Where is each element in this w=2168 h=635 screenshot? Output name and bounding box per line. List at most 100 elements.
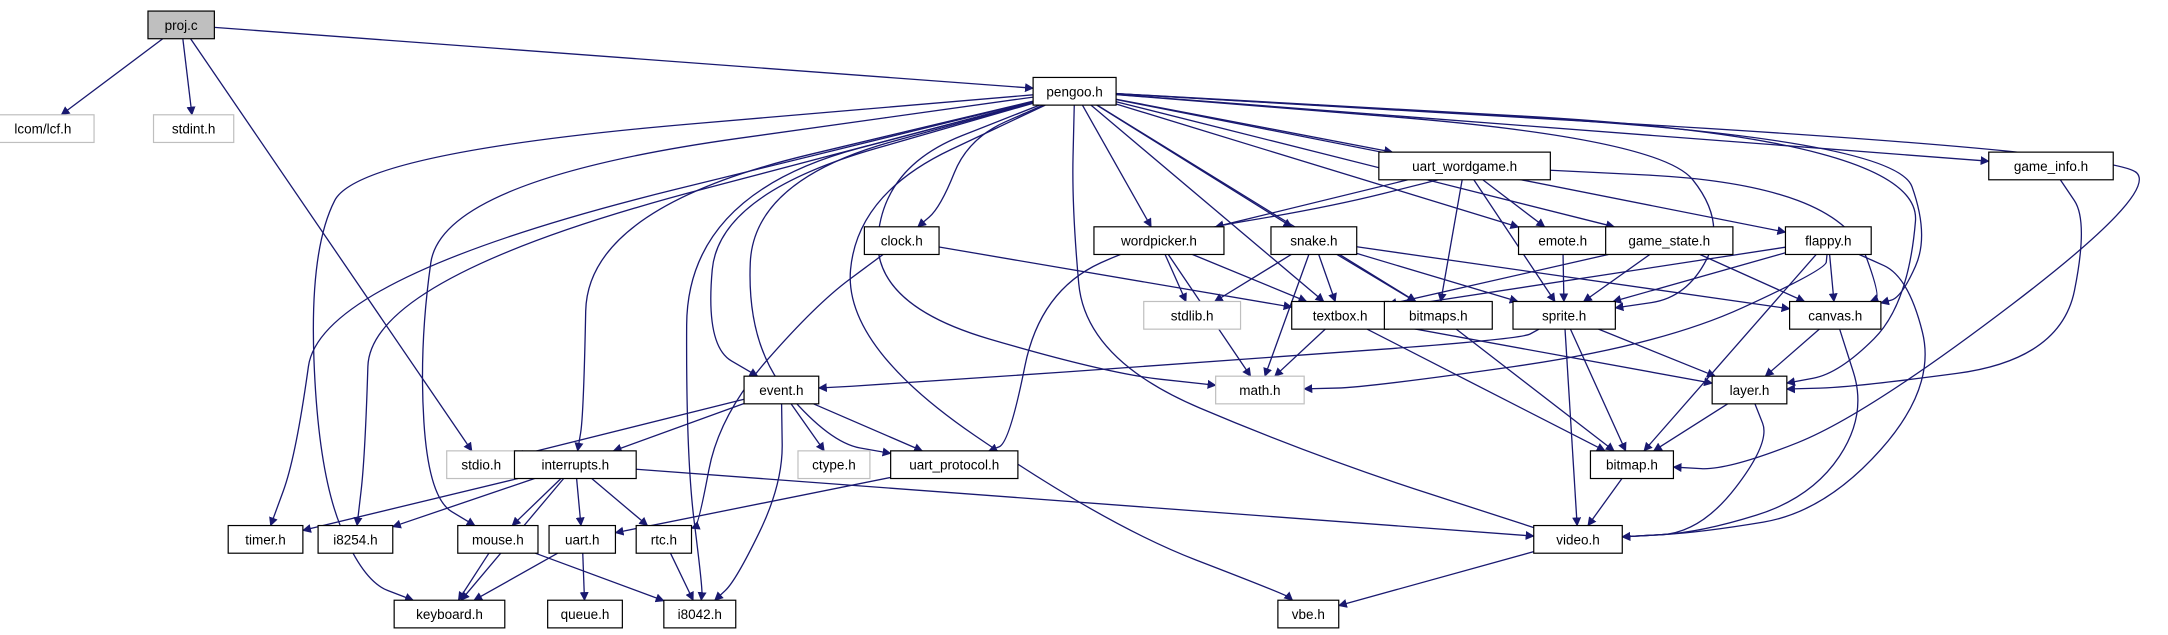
edge-clock-to-rtc — [690, 253, 884, 530]
node-clock-box — [863, 226, 940, 256]
edge-pengoo-to-timer — [269, 100, 1034, 527]
edge-event-to-i8042 — [714, 403, 783, 601]
edge-interrupts-to-video — [636, 468, 1535, 540]
node-interrupts[interactable]: interrupts.h — [513, 450, 637, 480]
node-timer[interactable]: timer.h — [227, 524, 304, 554]
node-wordpicker-box — [1093, 226, 1225, 256]
node-uartproto-label: uart_protocol.h — [909, 458, 999, 473]
edge-bitmaps-to-bitmap — [1455, 328, 1615, 452]
edge-bitmap-to-video — [1587, 478, 1623, 527]
node-uart[interactable]: uart.h — [548, 524, 617, 554]
node-proj[interactable]: proj.c — [147, 10, 215, 40]
edge-canvas-to-layer — [1764, 328, 1820, 377]
edge-sprite-to-video — [1564, 329, 1582, 527]
edge-uartwg-to-canvas — [1550, 169, 1880, 303]
edge-pengoo-to-emote — [1115, 103, 1520, 230]
node-pengoo[interactable]: pengoo.h — [1032, 76, 1117, 106]
node-stdlib-label: stdlib.h — [1171, 308, 1214, 323]
node-canvas-box — [1789, 300, 1882, 330]
node-clock-label: clock.h — [881, 234, 923, 249]
node-bitmaps[interactable]: bitmaps.h — [1383, 300, 1493, 330]
edge-pengoo-to-textbox — [1090, 104, 1325, 303]
edge-pengoo-to-event — [710, 102, 1034, 377]
node-uartproto-box — [890, 450, 1019, 480]
edge-pengoo-to-uartproto — [749, 102, 1034, 457]
node-proj-box — [147, 10, 215, 40]
node-queue-label: queue.h — [561, 607, 610, 622]
edge-emote-to-sprite — [1559, 254, 1569, 303]
node-ctype[interactable]: ctype.h — [797, 450, 871, 480]
node-gameinfo-label: game_info.h — [2014, 159, 2088, 174]
edge-pengoo-to-bitmap — [1116, 93, 2140, 473]
node-layer-label: layer.h — [1730, 383, 1770, 398]
edge-proj-to-stdint — [182, 38, 196, 116]
node-canvas[interactable]: canvas.h — [1789, 300, 1882, 330]
node-lcf[interactable]: lcom/lcf.h — [0, 114, 95, 144]
edge-textbox-to-math — [1274, 328, 1326, 377]
edge-proj-to-pengoo — [214, 26, 1034, 93]
node-textbox-label: textbox.h — [1313, 308, 1368, 323]
node-sprite-label: sprite.h — [1542, 308, 1586, 323]
node-stdio[interactable]: stdio.h — [446, 450, 517, 480]
edge-pengoo-to-mouse — [421, 96, 1034, 527]
node-sprite[interactable]: sprite.h — [1512, 300, 1616, 330]
node-stdint-label: stdint.h — [172, 122, 216, 137]
node-rtc[interactable]: rtc.h — [635, 524, 693, 554]
edge-canvas-to-video — [1621, 328, 1859, 541]
node-interrupts-label: interrupts.h — [542, 458, 610, 473]
edge-pengoo-to-clock — [917, 104, 1044, 228]
node-wordpicker-label: wordpicker.h — [1120, 234, 1197, 249]
edge-clock-to-textbox — [938, 246, 1293, 311]
node-queue-box — [547, 599, 623, 629]
node-i8254[interactable]: i8254.h — [317, 524, 394, 554]
node-timer-label: timer.h — [245, 532, 286, 547]
node-emote-label: emote.h — [1538, 234, 1587, 249]
edge-snake-to-bitmaps — [1336, 253, 1417, 303]
node-stdio-box — [446, 450, 517, 480]
node-uartproto[interactable]: uart_protocol.h — [890, 450, 1019, 480]
node-uartwg[interactable]: uart_wordgame.h — [1378, 151, 1551, 181]
edge-interrupts-to-rtc — [591, 478, 649, 527]
node-clock[interactable]: clock.h — [863, 226, 940, 256]
node-snake[interactable]: snake.h — [1270, 226, 1358, 256]
node-rtc-box — [635, 524, 693, 554]
node-bitmap[interactable]: bitmap.h — [1589, 450, 1675, 480]
node-stdlib[interactable]: stdlib.h — [1143, 300, 1242, 330]
node-layer[interactable]: layer.h — [1711, 375, 1788, 405]
node-gameinfo[interactable]: game_info.h — [1988, 151, 2114, 181]
edge-event-to-ctype — [790, 403, 825, 452]
edge-interrupts-to-i8254 — [391, 477, 535, 529]
node-emote[interactable]: emote.h — [1517, 226, 1608, 256]
node-i8042[interactable]: i8042.h — [663, 599, 737, 629]
node-math[interactable]: math.h — [1215, 375, 1305, 405]
node-stdint[interactable]: stdint.h — [152, 114, 235, 144]
node-pengoo-box — [1032, 76, 1117, 106]
node-event[interactable]: event.h — [743, 375, 820, 405]
edge-sprite-to-layer — [1598, 328, 1717, 378]
node-flappy-box — [1784, 226, 1872, 256]
node-sprite-box — [1512, 300, 1616, 330]
node-textbox[interactable]: textbox.h — [1291, 300, 1390, 330]
node-vbe[interactable]: vbe.h — [1277, 599, 1340, 629]
node-mouse[interactable]: mouse.h — [457, 524, 539, 554]
node-i8042-box — [663, 599, 737, 629]
node-snake-box — [1270, 226, 1358, 256]
edge-uartproto-to-uart — [614, 476, 891, 536]
node-math-box — [1215, 375, 1305, 405]
node-i8254-box — [317, 524, 394, 554]
edge-uartwg-to-sprite — [1473, 179, 1556, 303]
node-queue[interactable]: queue.h — [547, 599, 623, 629]
node-flappy[interactable]: flappy.h — [1784, 226, 1872, 256]
node-mouse-label: mouse.h — [472, 532, 524, 547]
node-emote-box — [1517, 226, 1608, 256]
node-video[interactable]: video.h — [1533, 524, 1623, 554]
edge-layer-to-video — [1621, 403, 1765, 541]
node-gamestate[interactable]: game_state.h — [1605, 226, 1734, 256]
edge-pengoo-to-vbe — [849, 104, 1294, 601]
node-keyboard[interactable]: keyboard.h — [393, 599, 506, 629]
node-gamestate-box — [1605, 226, 1734, 256]
edge-mouse-to-keyboard — [457, 552, 490, 601]
edge-flappy-to-bitmap — [1643, 254, 1817, 452]
node-wordpicker[interactable]: wordpicker.h — [1093, 226, 1225, 256]
edge-uart-to-queue — [579, 553, 589, 602]
